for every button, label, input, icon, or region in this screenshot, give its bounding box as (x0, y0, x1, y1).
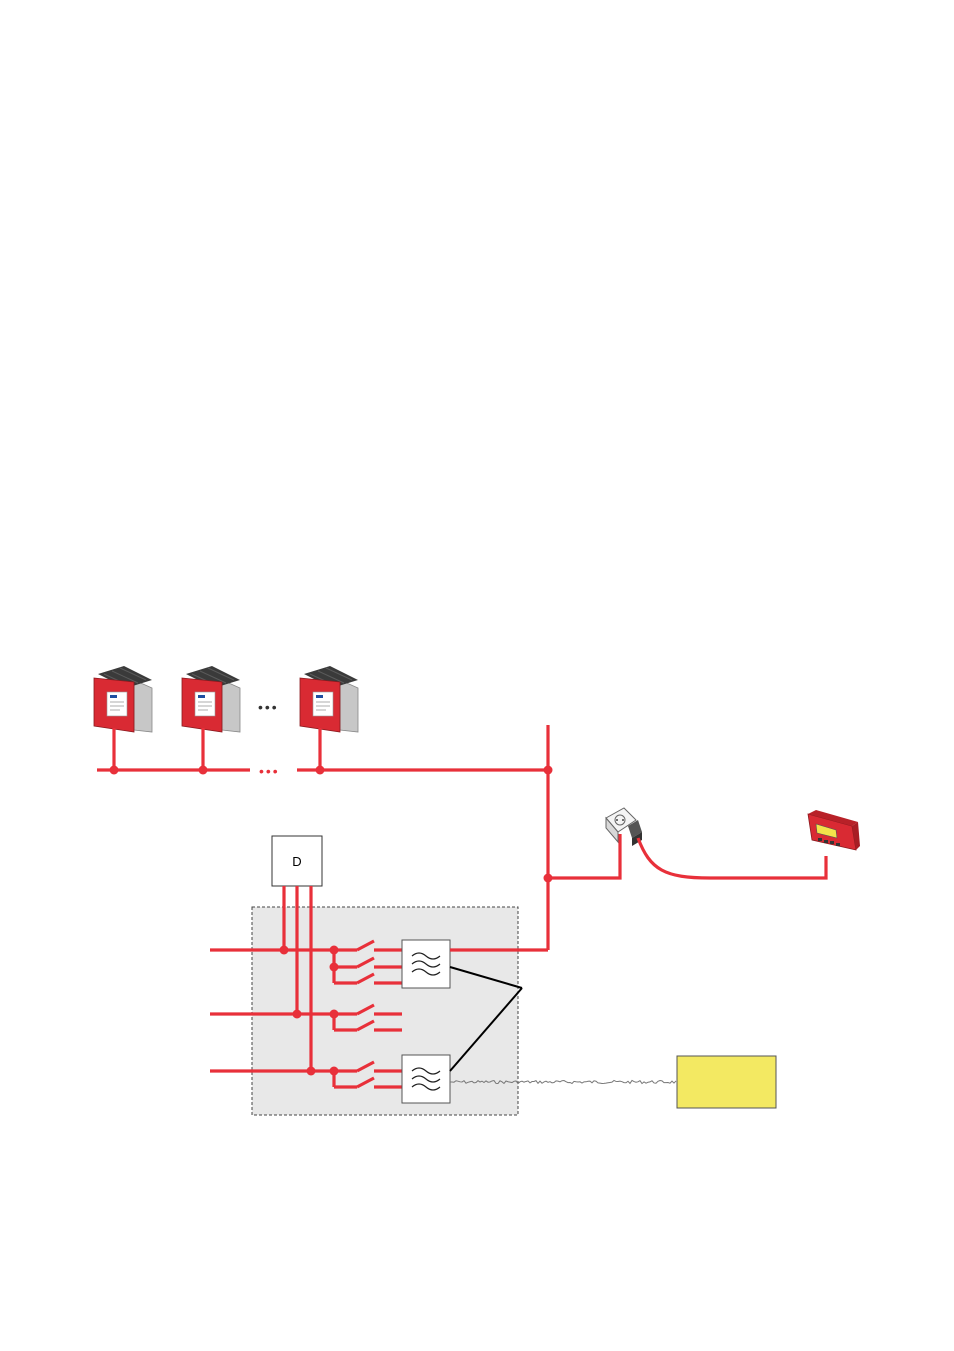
filter-wave-icon (401, 939, 451, 989)
bus-nodes (109, 765, 553, 883)
bus-ellipsis: ••• (259, 763, 280, 779)
inverter-ellipsis: ••• (258, 699, 279, 715)
inverter-device-icon (181, 665, 241, 733)
display-monitor-icon (807, 810, 860, 851)
panel-nodes (279, 945, 339, 1076)
switch-group-1 (332, 939, 402, 985)
filter-wave-icon (401, 1054, 451, 1104)
filter-1 (401, 939, 451, 989)
switch-group-3 (332, 1060, 402, 1089)
coupling-panel (251, 906, 519, 1116)
inverter-device-icon (93, 665, 153, 733)
inverter-device-icon (299, 665, 359, 733)
meter-box-label: D (292, 854, 301, 869)
main-bus (97, 725, 550, 950)
inverter-drops (112, 728, 322, 770)
target-box (676, 1055, 777, 1109)
inverter-2 (181, 665, 241, 733)
monitor-cable (636, 837, 828, 880)
switch-group-2 (332, 1003, 402, 1032)
signal-line (449, 1079, 677, 1085)
coupling-lines (449, 966, 523, 1072)
inverter-3 (299, 665, 359, 733)
inverter-1 (93, 665, 153, 733)
wall-socket-icon (605, 807, 637, 844)
meter-box: D (271, 835, 323, 887)
filter-2 (401, 1054, 451, 1104)
socket-branch (548, 834, 622, 880)
